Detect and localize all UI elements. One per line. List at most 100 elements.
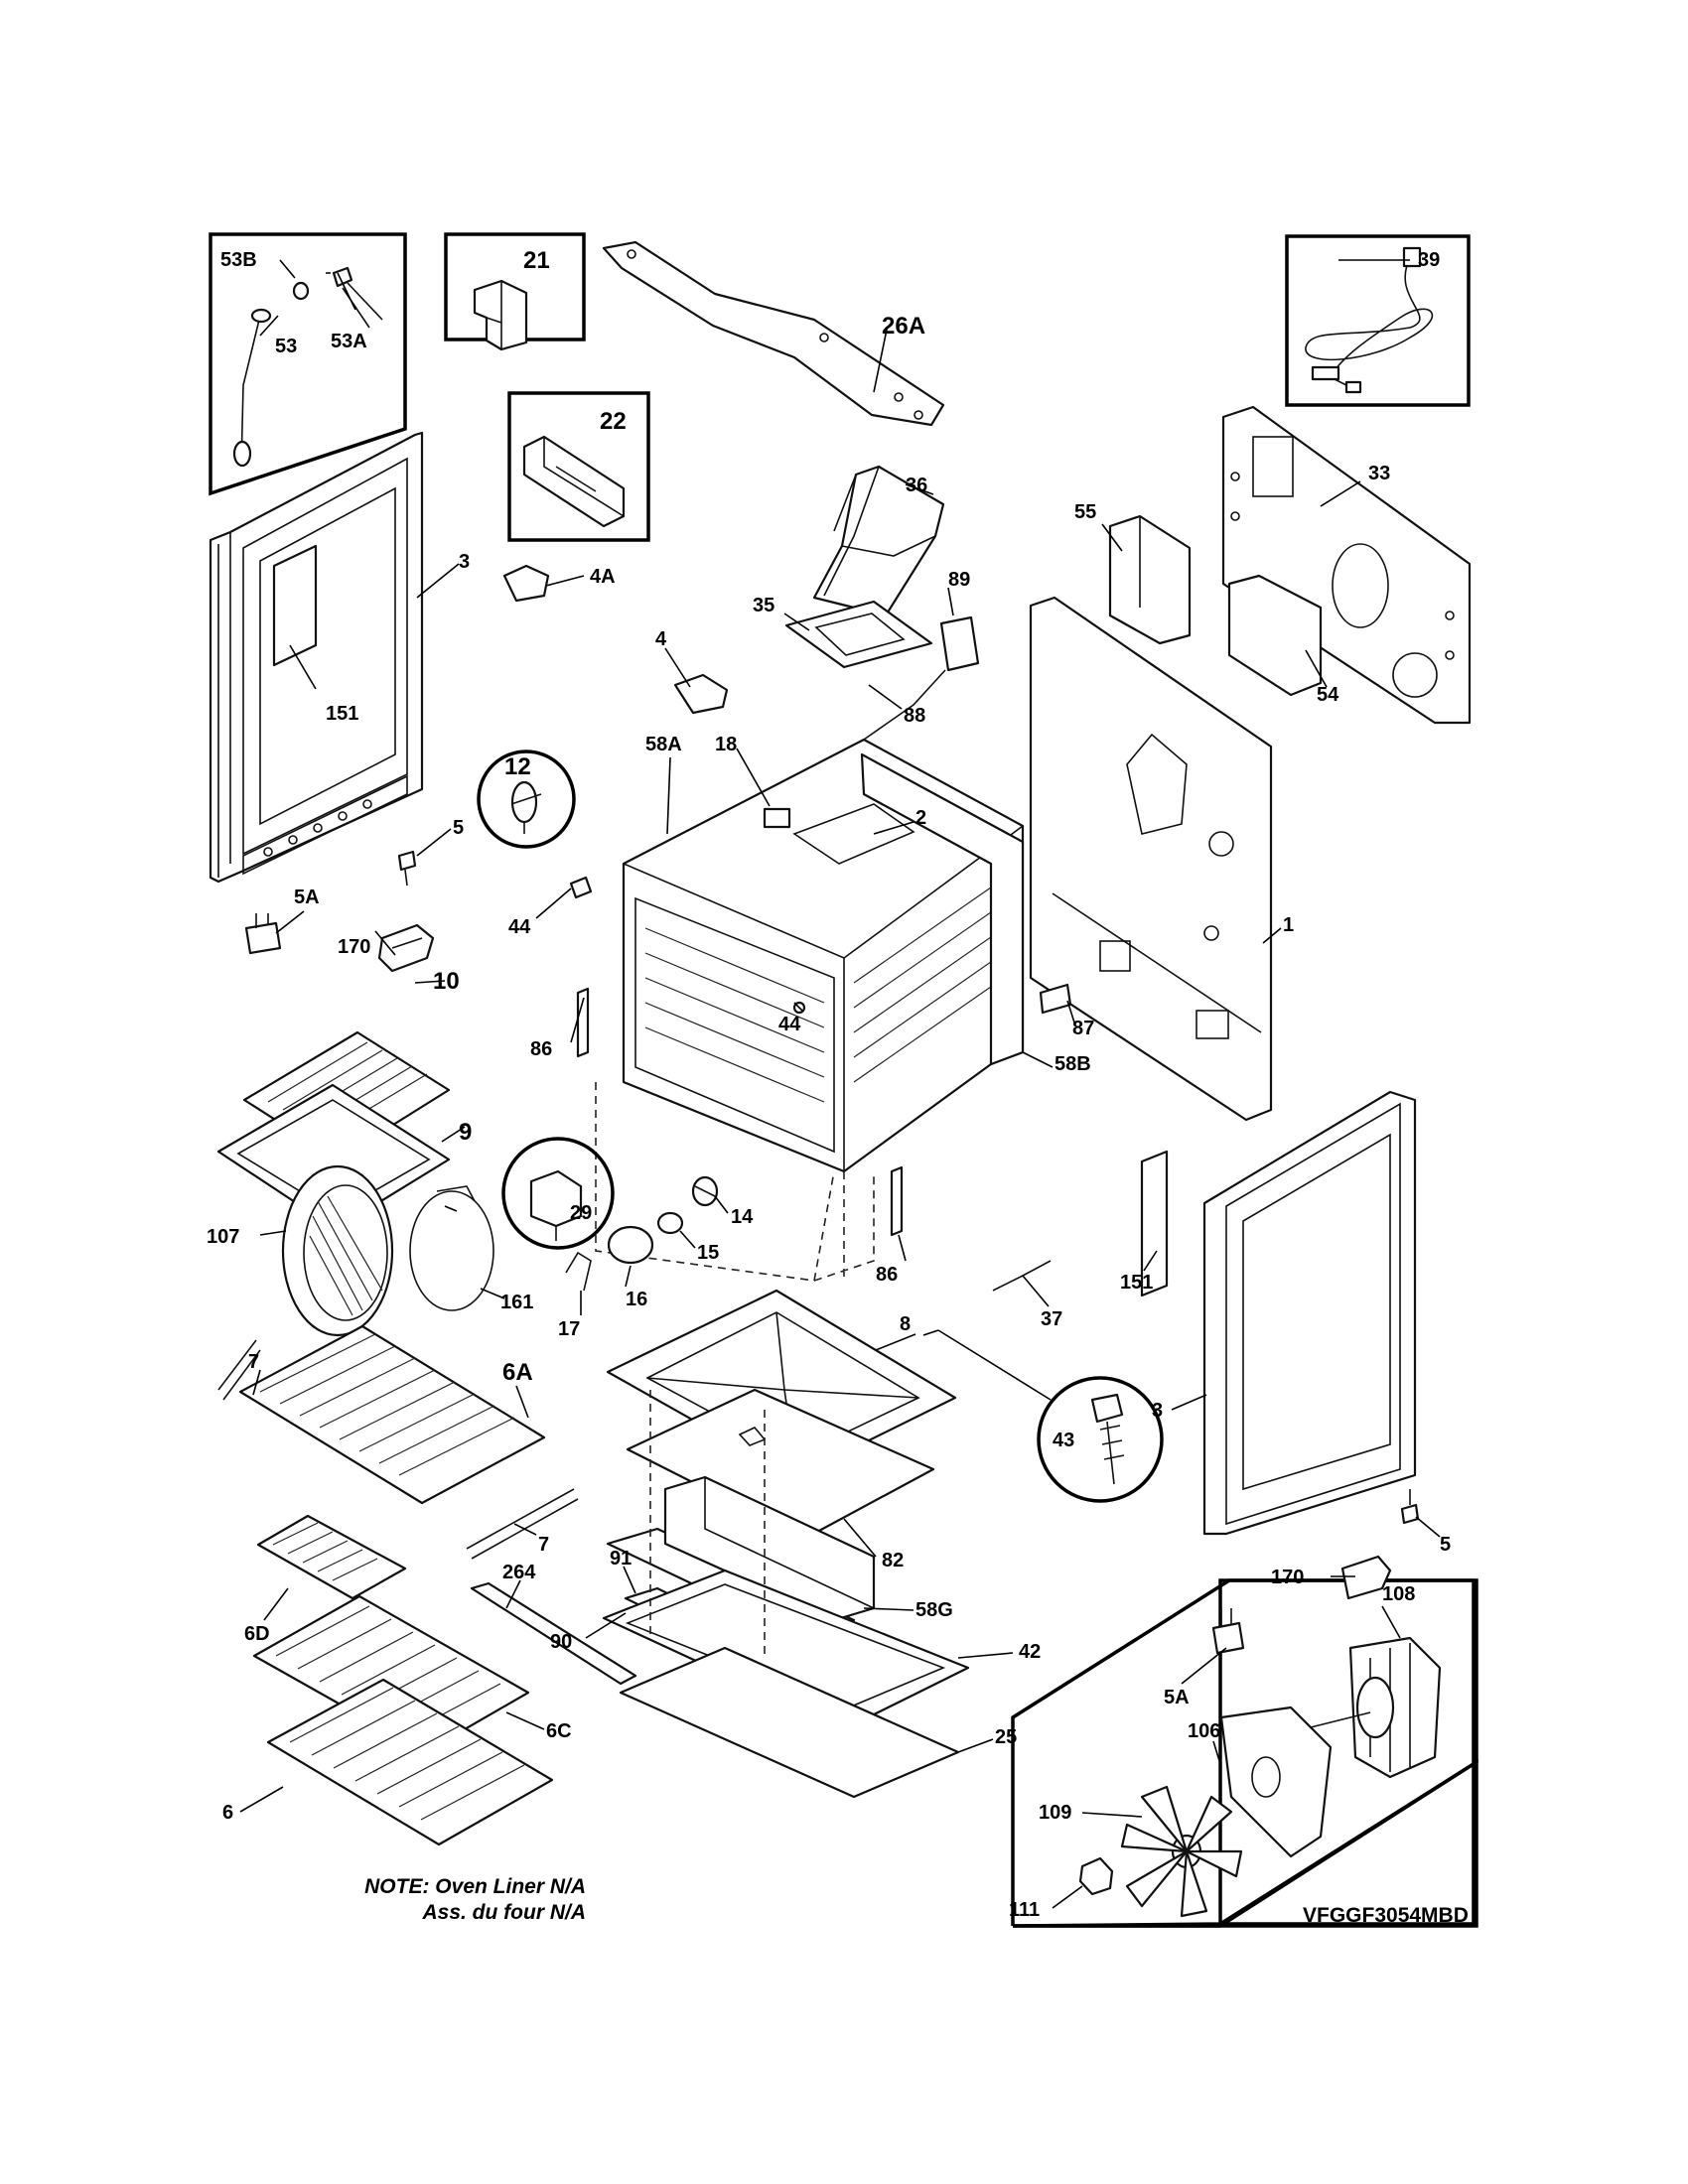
rack-6D — [256, 1514, 407, 1600]
hinge-receptacle-5A-left — [244, 913, 282, 955]
callout-53: 53 — [275, 336, 297, 357]
fan-nut — [1078, 1856, 1114, 1896]
callout-170-left: 170 — [338, 936, 370, 958]
callout-7-b: 7 — [538, 1534, 549, 1556]
rack-6A — [238, 1324, 546, 1505]
rear-cover-55 — [1108, 514, 1192, 645]
screw-5-right — [1400, 1489, 1420, 1525]
bracket-4 — [673, 673, 729, 715]
callout-6A: 6A — [502, 1359, 533, 1386]
callout-107: 107 — [207, 1226, 239, 1248]
callout-16: 16 — [626, 1289, 647, 1310]
callout-5A-right: 5A — [1164, 1687, 1190, 1708]
hinge-bracket-151-right — [1140, 1150, 1169, 1297]
inset-21-switch — [444, 232, 586, 351]
callout-151-right: 151 — [1120, 1272, 1153, 1294]
rack-guide-7-a — [217, 1339, 261, 1401]
inset-39-power-cord — [1285, 234, 1471, 407]
callout-39: 39 — [1418, 249, 1440, 271]
callout-6: 6 — [222, 1802, 233, 1824]
callout-25: 25 — [995, 1726, 1017, 1748]
callout-10: 10 — [433, 968, 460, 995]
callout-5-right: 5 — [1440, 1534, 1451, 1556]
door-panel-left — [209, 431, 424, 884]
callout-12: 12 — [504, 753, 531, 780]
callout-1: 1 — [1283, 914, 1294, 936]
callout-82: 82 — [882, 1550, 904, 1571]
fan-bracket — [1219, 1706, 1371, 1858]
callout-170-right: 170 — [1271, 1567, 1304, 1588]
callout-3-right: 3 — [1152, 1400, 1163, 1422]
callout-17: 17 — [558, 1318, 580, 1340]
callout-7-a: 7 — [248, 1351, 259, 1373]
callout-111: 111 — [1009, 1899, 1040, 1921]
callout-58A: 58A — [645, 734, 682, 755]
callout-58B: 58B — [1055, 1053, 1091, 1075]
callout-26A: 26A — [882, 313, 925, 340]
callout-58G: 58G — [915, 1599, 953, 1621]
screw-43-inset — [1037, 1376, 1164, 1503]
callout-4A: 4A — [590, 566, 616, 588]
note-line-english: NOTE: Oven Liner N/A — [364, 1875, 586, 1898]
screw-5-left — [397, 850, 417, 887]
callout-3-left: 3 — [459, 551, 470, 573]
callout-8: 8 — [900, 1313, 911, 1335]
callout-53B: 53B — [220, 249, 257, 271]
rear-panel-33 — [1221, 405, 1472, 725]
callout-37: 37 — [1041, 1308, 1062, 1330]
callout-44-a: 44 — [508, 916, 531, 938]
callout-29: 29 — [570, 1202, 592, 1224]
callout-53A: 53A — [331, 331, 367, 352]
inset-fan-assembly — [1011, 1578, 1478, 1928]
lamp-bulb-15 — [656, 1211, 684, 1235]
callout-36: 36 — [906, 475, 927, 496]
top-bracket-26A — [602, 240, 945, 427]
callout-43: 43 — [1053, 1430, 1074, 1451]
rack-6 — [266, 1678, 554, 1846]
inset-29-lamp-socket — [501, 1137, 615, 1250]
callout-6D: 6D — [244, 1623, 270, 1645]
oven-insulation-58B — [860, 752, 1025, 1066]
oven-liner-note: NOTE: Oven Liner N/A Ass. du four N/A — [328, 1874, 586, 1926]
callout-86-a: 86 — [530, 1038, 552, 1060]
oven-frame-dashed — [595, 1082, 875, 1282]
note-line-french: Ass. du four N/A — [422, 1901, 586, 1924]
callout-264: 264 — [502, 1562, 536, 1583]
lamp-lens-16 — [607, 1225, 654, 1265]
callout-106: 106 — [1188, 1720, 1220, 1742]
lamp-clip-17 — [565, 1251, 592, 1292]
wire-37 — [992, 1260, 1052, 1292]
gasket-161 — [409, 1185, 494, 1311]
convection-cover-107 — [281, 1164, 394, 1337]
callout-151-left: 151 — [326, 703, 358, 725]
rail-86-a — [576, 987, 590, 1058]
back-panel-1 — [1029, 596, 1273, 1122]
callout-161: 161 — [500, 1292, 533, 1313]
callout-90: 90 — [550, 1631, 572, 1653]
callout-2: 2 — [915, 807, 926, 829]
bracket-87 — [1039, 983, 1072, 1015]
callout-88: 88 — [904, 705, 925, 727]
callout-6C: 6C — [546, 1720, 572, 1742]
leader-lines — [239, 259, 1441, 1909]
hinge-receptacle-5A-right — [1211, 1608, 1245, 1655]
fan-motor — [1348, 1636, 1442, 1779]
rail-86-b — [890, 1165, 904, 1237]
bracket-264 — [470, 1581, 637, 1686]
callout-22: 22 — [600, 408, 627, 435]
callout-108: 108 — [1382, 1583, 1415, 1605]
hinge-left — [377, 923, 435, 973]
model-number: VFGGF3054MBD — [1303, 1904, 1469, 1927]
inset-53-spark-electrode — [209, 232, 407, 496]
oven-cavity-58A — [622, 738, 1025, 1173]
callout-44-b: 44 — [778, 1014, 801, 1035]
callout-5A-left: 5A — [294, 887, 320, 908]
inset-22-bracket — [507, 391, 650, 542]
callout-87: 87 — [1072, 1018, 1094, 1039]
callout-4: 4 — [655, 628, 667, 650]
callout-21: 21 — [523, 247, 550, 274]
callout-18: 18 — [715, 734, 737, 755]
callout-91: 91 — [610, 1548, 632, 1570]
callout-89: 89 — [948, 569, 970, 591]
